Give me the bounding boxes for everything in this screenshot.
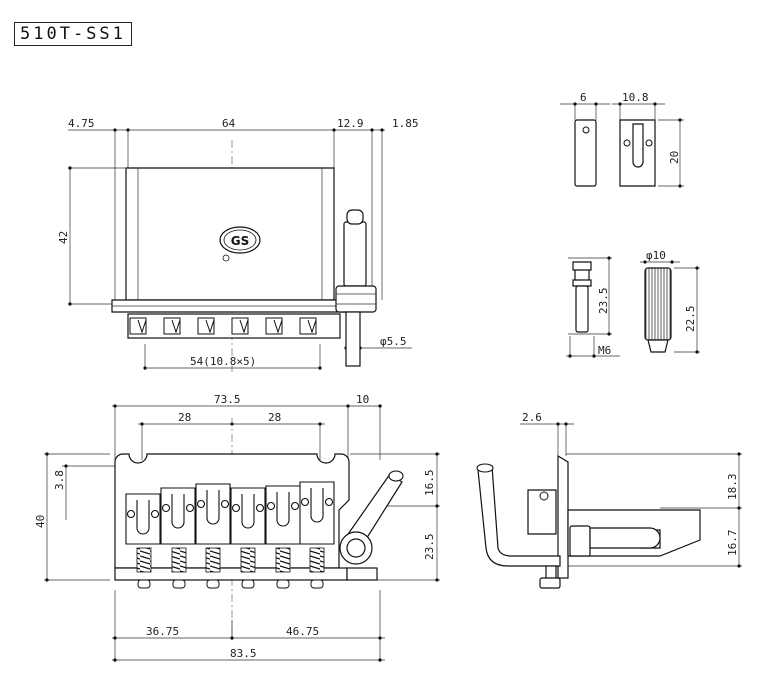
dim-4-75: 4.75: [68, 117, 95, 130]
dim-23-5: 23.5: [423, 534, 436, 561]
dim-83-5: 83.5: [230, 647, 257, 660]
dim-18-3: 18.3: [726, 474, 739, 501]
dim-22-5: 22.5: [684, 306, 697, 333]
svg-text:GS: GS: [231, 234, 250, 248]
arm-socket: [335, 209, 377, 367]
front-view: [44, 404, 440, 662]
dim-10-8: 10.8: [622, 91, 649, 104]
dim-knob-diameter: φ10: [646, 249, 666, 262]
dim-28-right: 28: [268, 411, 281, 424]
dim-64: 64: [222, 117, 236, 130]
saddle-parts: [560, 102, 700, 358]
dim-12-9: 12.9: [337, 117, 364, 130]
dim-3-8: 3.8: [53, 470, 66, 490]
dim-40: 40: [34, 515, 47, 528]
top-view: GS: [68, 128, 412, 372]
model-title: 510T-SS1: [14, 22, 132, 46]
dim-1-85: 1.85: [392, 117, 419, 130]
dim-16-5: 16.5: [423, 470, 436, 497]
dim-28-left: 28: [178, 411, 191, 424]
dim-16-7: 16.7: [726, 530, 739, 557]
dim-42: 42: [57, 231, 70, 244]
dim-stud: φ5.5: [380, 335, 407, 348]
dim-23-5-screw: 23.5: [597, 288, 610, 315]
dim-20: 20: [668, 151, 681, 164]
side-view: [476, 422, 742, 589]
dim-6: 6: [580, 91, 587, 104]
dim-10: 10: [356, 393, 369, 406]
dim-73-5: 73.5: [214, 393, 241, 406]
dim-spacing: 54(10.8×5): [190, 355, 256, 368]
dim-36-75: 36.75: [146, 625, 179, 638]
gotoh-logo: GS: [219, 226, 261, 262]
dim-m6: M6: [598, 344, 611, 357]
dim-46-75: 46.75: [286, 625, 319, 638]
tremolo-arm-front: [339, 470, 404, 565]
dim-2-6: 2.6: [522, 411, 542, 424]
